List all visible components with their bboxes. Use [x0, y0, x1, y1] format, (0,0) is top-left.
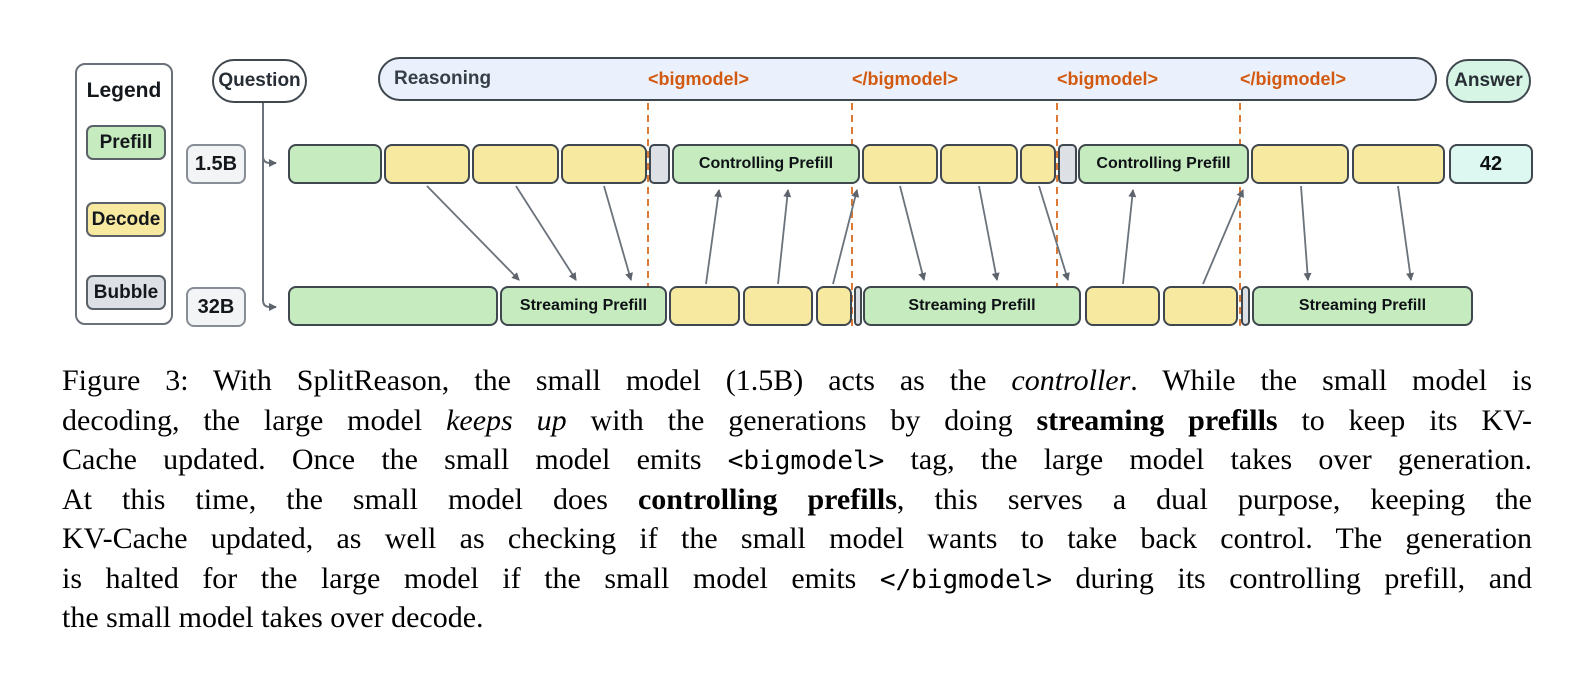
block-decode	[561, 144, 647, 184]
streaming-prefill-arrow	[426, 185, 520, 281]
streaming-prefill-arrow	[515, 185, 577, 281]
block-decode	[743, 286, 813, 326]
streaming-prefill-arrow	[1038, 185, 1070, 281]
caption-text-segment: , this serves a dual purpose, keeping th…	[896, 482, 1532, 516]
block-decode	[1020, 144, 1056, 184]
block-decode	[1251, 144, 1349, 184]
reasoning-bar: Reasoning <bigmodel> </bigmodel> <bigmodel…	[378, 57, 1437, 101]
block-prefill: Controlling Prefill	[672, 144, 860, 184]
caption-text-segment: decoding, the large model	[62, 403, 447, 437]
caption-text-segment: At this time, the small model does	[62, 482, 638, 516]
legend-item-prefill: Prefill	[86, 125, 166, 160]
caption-text-segment: Cache updated. Once the small model emit…	[62, 443, 728, 476]
block-bubble	[854, 286, 862, 326]
legend-item-bubble: Bubble	[86, 275, 166, 310]
bigmodel-tag-2: </bigmodel>	[852, 68, 959, 89]
controlling-prefill-arrow	[777, 189, 792, 285]
block-bubble	[1241, 286, 1250, 326]
caption-line-1: Figure 3: With SplitReason, the small mo…	[62, 361, 1532, 401]
answer-pill: Answer	[1446, 59, 1531, 103]
block-decode	[1085, 286, 1160, 326]
caption-code-segment: </bigmodel>	[879, 564, 1053, 595]
block-decode	[940, 144, 1018, 184]
bigmodel-tag-4: </bigmodel>	[1240, 68, 1347, 89]
block-bubble	[649, 144, 670, 184]
block-decode	[669, 286, 740, 326]
block-bubble	[1058, 144, 1077, 184]
caption-line-2: decoding, the large model keeps up with …	[62, 401, 1532, 441]
block-decode	[1352, 144, 1445, 184]
block-prefill	[288, 286, 498, 326]
caption-text-segment: to keep its KV-	[1277, 403, 1532, 437]
block-decode	[1163, 286, 1238, 326]
caption-line-5: KV-Cache updated, as well as checking if…	[62, 519, 1532, 559]
caption-line-6: is halted for the large model if the sma…	[62, 559, 1532, 599]
question-pill: Question	[212, 59, 307, 103]
question-to-small-connector	[262, 103, 277, 167]
bigmodel-tag-1: <bigmodel>	[648, 68, 750, 89]
caption-line-4: At this time, the small model does contr…	[62, 480, 1532, 520]
reasoning-label: Reasoning	[394, 68, 492, 89]
caption-text-segment: KV-Cache updated, as well as checking if…	[62, 522, 1532, 555]
block-decode	[862, 144, 938, 184]
caption-text-segment: is halted for the large model if the sma…	[62, 561, 880, 595]
caption-text-segment: with the generations by doing	[566, 403, 1037, 437]
bigmodel-tag-3: <bigmodel>	[1057, 68, 1159, 89]
caption-line-3: Cache updated. Once the small model emit…	[62, 440, 1532, 480]
streaming-prefill-arrow	[1397, 185, 1415, 281]
model-label-1.5b: 1.5B	[186, 144, 246, 184]
question-to-large-connector	[262, 156, 277, 311]
caption-text-segment: controlling prefills	[637, 482, 897, 516]
block-prefill	[288, 144, 382, 184]
streaming-prefill-arrow	[1300, 185, 1312, 281]
model-label-32b: 32B	[186, 287, 246, 327]
caption-text-segment: Figure 3: With SplitReason, the small mo…	[62, 364, 1012, 397]
block-result: 42	[1449, 144, 1533, 184]
block-decode	[384, 144, 470, 184]
block-prefill: Streaming Prefill	[1252, 286, 1473, 326]
legend-title: Legend	[86, 79, 162, 102]
controlling-prefill-arrow	[1122, 189, 1137, 285]
controlling-prefill-arrow	[832, 189, 860, 285]
caption-text-segment: streaming prefills	[1036, 403, 1278, 437]
caption-text-segment: tag, the large model takes over generati…	[884, 443, 1532, 476]
caption-code-segment: <bigmodel>	[727, 446, 885, 476]
legend-item-decode: Decode	[86, 202, 166, 237]
block-prefill: Streaming Prefill	[500, 286, 667, 326]
block-prefill: Controlling Prefill	[1078, 144, 1249, 184]
block-decode	[816, 286, 852, 326]
caption-text-segment: . While the small model is	[1130, 364, 1532, 397]
block-prefill: Streaming Prefill	[863, 286, 1081, 326]
caption-text-segment: the small model takes over decode.	[62, 601, 484, 634]
streaming-prefill-arrow	[899, 185, 927, 281]
caption-text-segment: during its controlling prefill, and	[1052, 561, 1533, 595]
caption-text-segment: keeps up	[446, 403, 567, 437]
controlling-prefill-arrow	[1202, 189, 1244, 285]
block-decode	[472, 144, 559, 184]
caption-text-segment: controller	[1011, 364, 1131, 397]
figure-caption: Figure 3: With SplitReason, the small mo…	[62, 361, 1532, 638]
streaming-prefill-arrow	[978, 185, 1000, 281]
controlling-prefill-arrow	[705, 189, 723, 285]
caption-line-7: the small model takes over decode.	[62, 598, 1532, 638]
streaming-prefill-arrow	[603, 185, 633, 281]
